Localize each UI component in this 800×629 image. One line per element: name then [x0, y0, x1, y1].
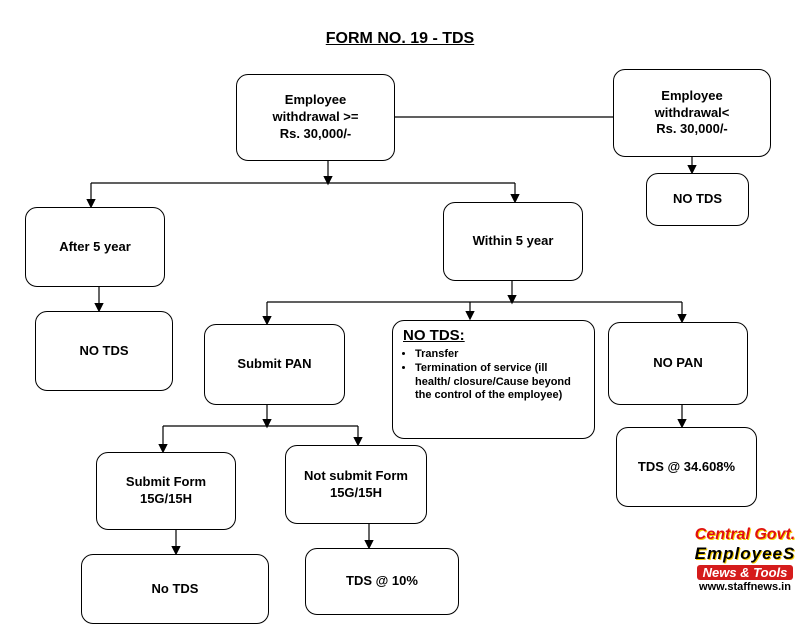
exempt-item: Transfer [415, 348, 584, 362]
logo-line-2: EmployeeS [694, 544, 796, 563]
node-no-pan: NO PAN [608, 322, 748, 405]
logo-url: www.staffnews.in [699, 581, 791, 593]
node-no-tds-after-5: NO TDS [35, 311, 173, 391]
exempt-heading: NO TDS: [403, 327, 465, 344]
staffnews-logo: Central Govt. EmployeeS News & Tools www… [693, 526, 797, 626]
logo-line-1: Central Govt. [694, 526, 796, 543]
node-submit-pan: Submit PAN [204, 324, 345, 405]
node-no-tds-form: No TDS [81, 554, 269, 624]
node-withdrawal-lt-30000: Employee withdrawal< Rs. 30,000/- [613, 69, 771, 157]
logo-line-3: News & Tools [697, 565, 793, 580]
node-withdrawal-ge-30000: Employee withdrawal >= Rs. 30,000/- [236, 74, 395, 161]
node-after-5-year: After 5 year [25, 207, 165, 287]
node-tds-34-608: TDS @ 34.608% [616, 427, 757, 507]
node-submit-form-15g-15h: Submit Form 15G/15H [96, 452, 236, 530]
node-tds-10: TDS @ 10% [305, 548, 459, 615]
page-title: FORM NO. 19 - TDS [325, 30, 475, 47]
exempt-item: Termination of service (ill health/ clos… [415, 362, 584, 403]
exempt-list: Transfer Termination of service (ill hea… [403, 348, 584, 403]
node-within-5-year: Within 5 year [443, 202, 583, 281]
node-no-tds-right: NO TDS [646, 173, 749, 226]
node-no-tds-exempt: NO TDS: Transfer Termination of service … [392, 320, 595, 439]
node-not-submit-form-15g-15h: Not submit Form 15G/15H [285, 445, 427, 524]
